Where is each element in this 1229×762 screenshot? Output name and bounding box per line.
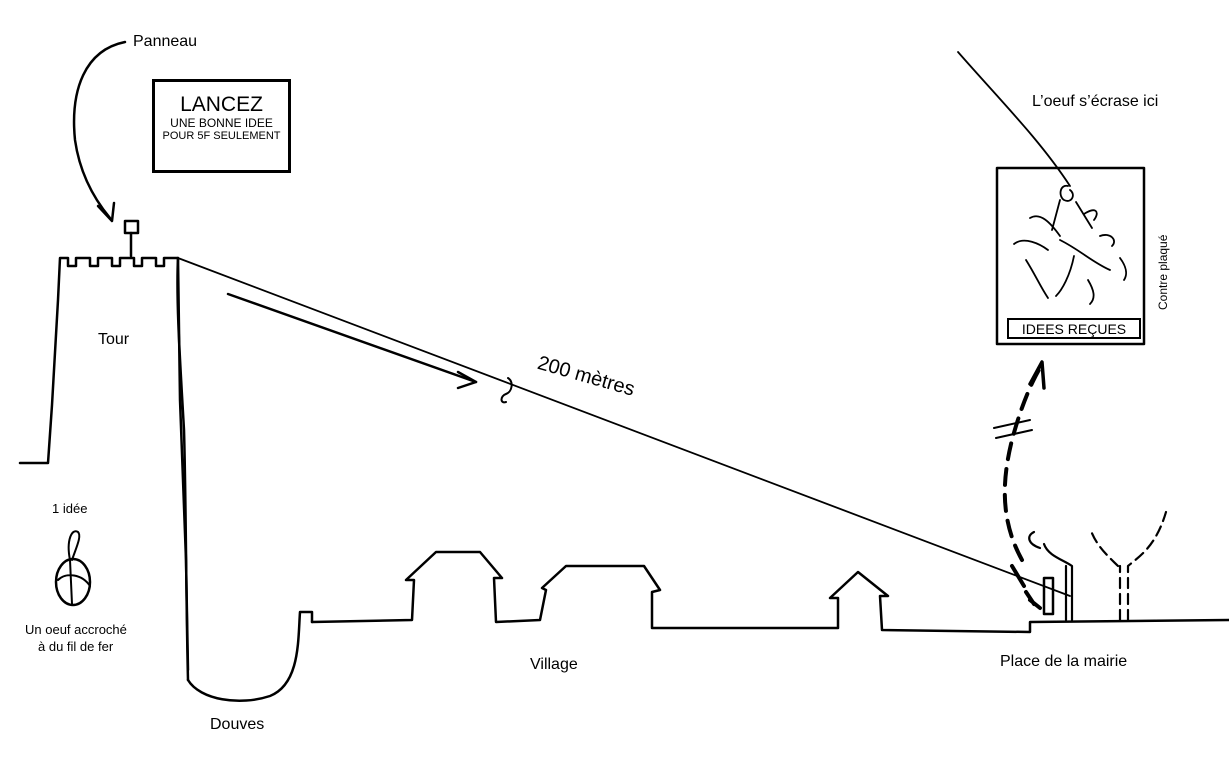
plywood-panel	[995, 166, 1146, 346]
egg-hook	[500, 377, 513, 404]
village-ground	[310, 550, 1229, 634]
egg	[54, 557, 92, 607]
label-place-mairie: Place de la mairie	[1000, 653, 1128, 670]
tower	[18, 256, 190, 672]
egg-wire-wrap	[57, 559, 91, 605]
tree-1	[1028, 530, 1074, 622]
trajectory	[1002, 366, 1042, 562]
impact-marks	[1010, 564, 1042, 610]
label-oeuf-line-1: Un oeuf accroché	[25, 622, 127, 637]
sign-line-3: POUR 5F SEULEMENT	[162, 130, 281, 142]
label-oeuf-line-2: à du fil de fer	[38, 639, 114, 654]
oeuf-pointer	[957, 51, 1071, 187]
sign-board: LANCEZ UNE BONNE IDEE POUR 5F SEULEMENT	[152, 79, 291, 173]
label-idees-recues: IDEES REÇUES	[1007, 318, 1141, 339]
label-tour: Tour	[98, 331, 130, 348]
trajectory-break	[993, 419, 1033, 439]
sign-line-2: UNE BONNE IDEE	[170, 116, 273, 130]
motion-arrow	[226, 292, 478, 384]
label-une-idee: 1 idée	[52, 501, 88, 516]
egg-wire	[67, 530, 81, 561]
mairie-post	[1042, 576, 1055, 616]
sign-line-1: LANCEZ	[180, 93, 263, 116]
label-panneau: Panneau	[133, 33, 198, 50]
label-contre-plaque: Contre plaqué	[1156, 234, 1170, 310]
label-douves: Douves	[210, 716, 265, 733]
motion-arrowhead	[456, 370, 478, 390]
trajectory-arrowhead	[1028, 360, 1046, 390]
label-village: Village	[530, 656, 578, 673]
tower-flag	[123, 219, 140, 235]
tree-2	[1088, 510, 1168, 622]
panneau-pointer	[72, 40, 127, 220]
tower-right-wall	[176, 256, 190, 682]
panneau-pointer-arrowhead	[96, 201, 116, 223]
wire	[177, 257, 1071, 597]
moat	[186, 610, 314, 702]
egg-splat	[1013, 184, 1127, 305]
label-oeuf-ecrase: L’oeuf s’écrase ici	[1032, 93, 1159, 110]
